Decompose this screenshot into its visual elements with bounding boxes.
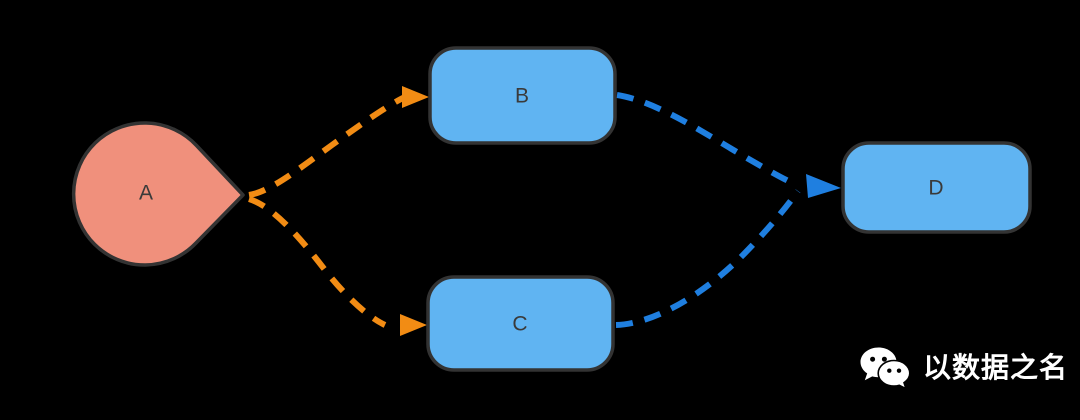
edge-a-to-c (247, 196, 427, 336)
edge-b-to-d (616, 92, 841, 198)
node-d-label: D (928, 177, 943, 200)
node-c[interactable]: C (426, 275, 615, 372)
node-a[interactable]: A (71, 121, 245, 267)
node-b-shape[interactable] (428, 46, 617, 145)
node-a-shape[interactable] (71, 121, 245, 267)
edge-c-to-d (615, 189, 801, 328)
edge-a-to-b-arrowhead (402, 86, 429, 108)
edge-a-to-b-line (248, 94, 407, 198)
watermark-text: 以数据之名 (923, 351, 1069, 384)
edge-b-to-d-line (616, 92, 799, 188)
watermark: 以数据之名 (858, 345, 1068, 391)
edge-b-to-d-arrowhead (806, 174, 841, 198)
edge-a-to-c-arrowhead (400, 314, 427, 336)
node-a-label: A (139, 182, 153, 205)
node-d[interactable]: D (841, 141, 1032, 234)
edge-a-to-b (248, 86, 429, 198)
node-c-shape[interactable] (426, 275, 615, 372)
edge-a-to-c-line (247, 196, 387, 328)
wechat-icon (860, 347, 911, 391)
edge-c-to-d-line (615, 189, 801, 328)
node-b-label: B (515, 85, 529, 108)
node-b[interactable]: B (428, 46, 617, 145)
node-c-label: C (512, 313, 527, 336)
node-d-shape[interactable] (841, 141, 1032, 234)
